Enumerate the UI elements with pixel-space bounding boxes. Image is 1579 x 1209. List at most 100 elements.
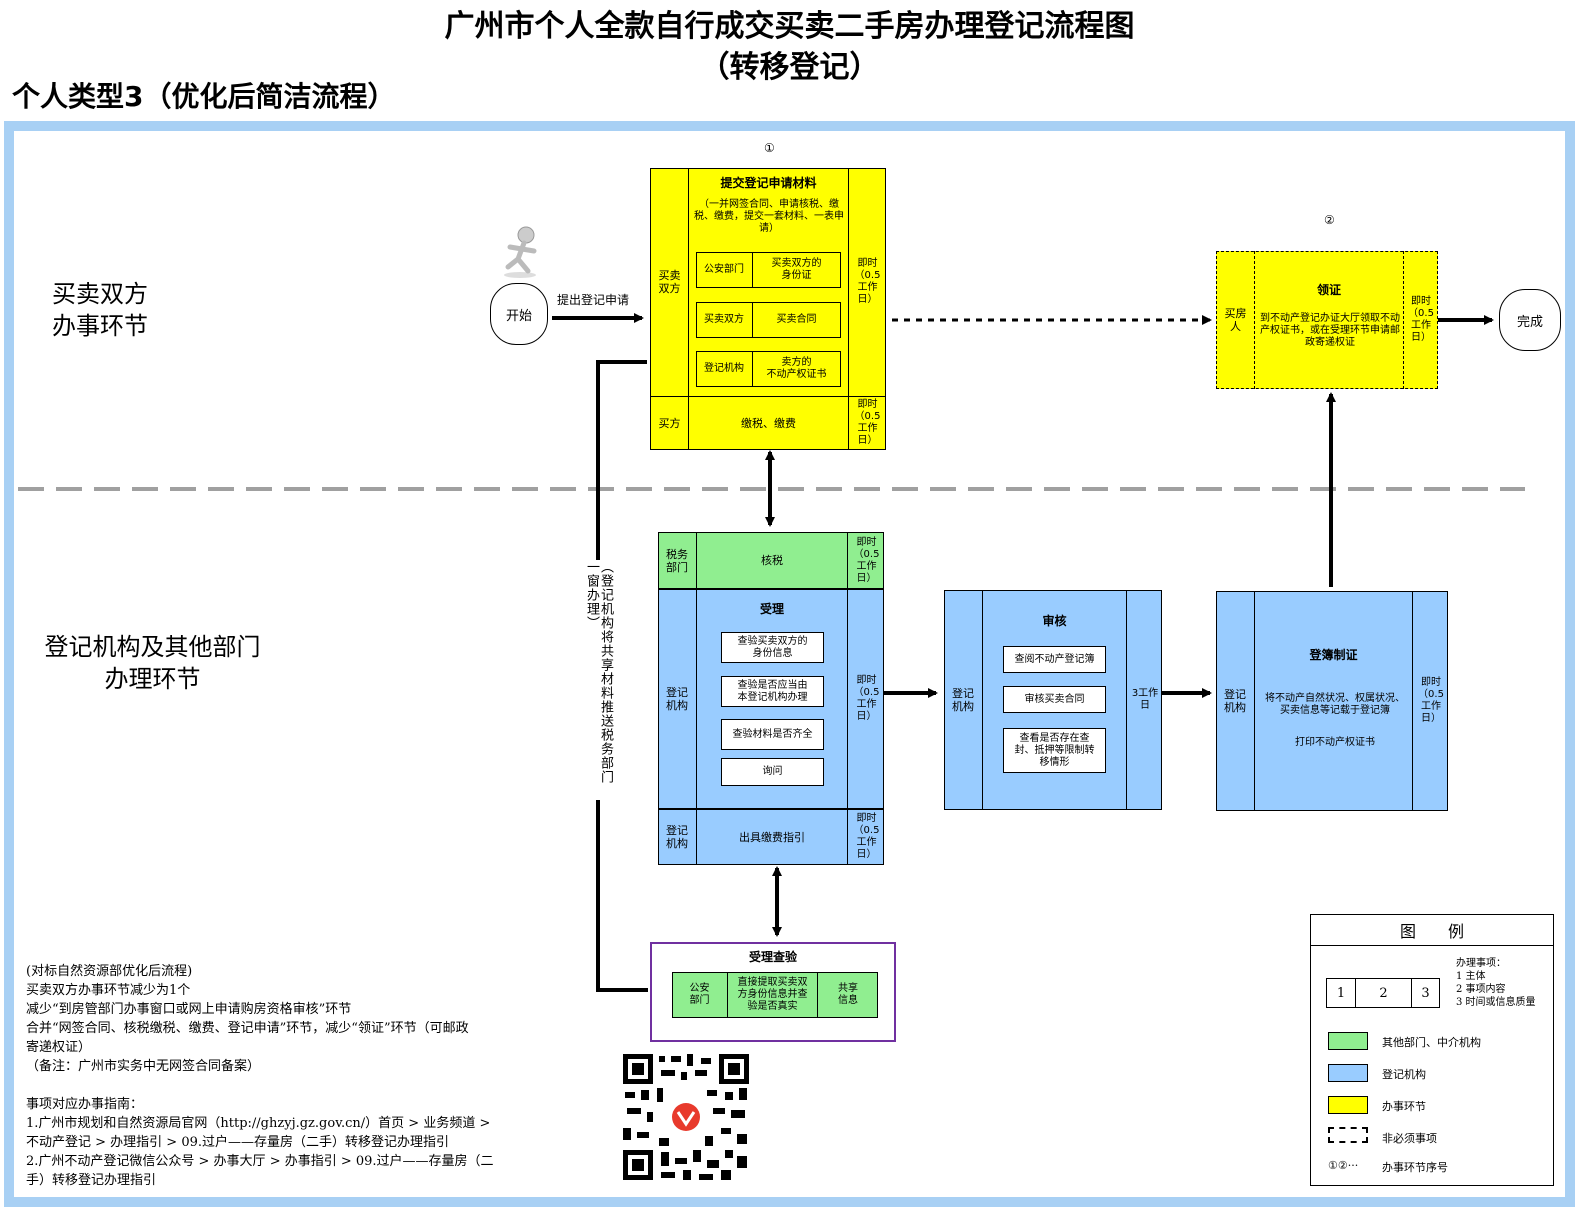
tax-actor: 税务 部门 (658, 532, 697, 589)
notes-block: (对标自然资源部优化后流程) 买卖双方办事环节减少为1个 减少“到房管部门办事窗… (26, 962, 616, 1190)
submit-time: 即时 （0.5 工作 日） (854, 258, 881, 305)
legend-items-header: 办理事项： (1456, 958, 1506, 969)
tax-block (658, 532, 884, 589)
legend-sample-cell-3: 3 (1421, 985, 1430, 1001)
legend-swatch-blue (1328, 1064, 1368, 1082)
guide-time: 即时 （0.5 工作 日） (847, 809, 885, 865)
verify-org: 公安 部门 (672, 972, 728, 1018)
collect-divider-right (1403, 251, 1404, 389)
accept-item-4: 询问 (721, 758, 824, 786)
pay-time: 即时 （0.5 工作 日） (854, 399, 881, 446)
review-item-1: 查阅不动产登记簿 (1003, 646, 1106, 673)
submit-row-3-item: 卖方的 不动产权证书 (766, 357, 827, 380)
legend-swatch-dashed (1328, 1127, 1368, 1143)
apply-label: 提出登记申请 (557, 293, 630, 307)
start-node: 开始 (490, 283, 548, 345)
submit-row-2 (696, 302, 841, 338)
guide-actor: 登记 机构 (658, 809, 697, 865)
accept-item-1: 查验买卖双方的 身份信息 (721, 632, 824, 663)
collect-block (1216, 251, 1438, 389)
page-title-sub: （转移登记） (699, 50, 880, 85)
submit-row-3 (696, 351, 841, 387)
legend-symbol-seq: ①②··· (1328, 1159, 1359, 1172)
legend-sample-cell-2: 2 (1356, 979, 1412, 1007)
submit-row-1-item: 买卖双方的 身份证 (771, 258, 822, 281)
pay-actor: 买方 (658, 416, 681, 430)
pay-item: 缴税、缴费 (741, 416, 796, 430)
page-title: 广州市个人全款自行成交买卖二手房办理登记流程图 (444, 9, 1135, 44)
register-actor: 登记 机构 (1216, 591, 1255, 811)
submit-divider-right (848, 168, 849, 450)
submit-desc: （一并网签合同、申请核税、缴税、缴费，提交一套材料、一表申请） (694, 199, 844, 234)
collect-actor: 买房 人 (1224, 307, 1247, 333)
qr-code (621, 1052, 751, 1182)
submit-title: 提交登记申请材料 (720, 176, 817, 190)
runner-icon (504, 226, 537, 278)
seq-marker-1: ① (764, 141, 775, 155)
collect-title: 领证 (1316, 283, 1341, 297)
tax-item: 核税 (761, 554, 783, 567)
verify-row (672, 972, 878, 1018)
legend-title-rule (1310, 945, 1554, 946)
submit-row-2-item: 买卖合同 (776, 314, 817, 325)
legend-item-line: 2 事项内容 (1456, 984, 1506, 995)
register-title: 登簿制证 (1309, 648, 1358, 662)
note-line: 手）转移登记办理指引 (26, 1173, 157, 1188)
legend-sample: 1 2 3 (1326, 978, 1440, 1008)
note-line (26, 1076, 616, 1095)
note-line: (对标自然资源部优化后流程) (26, 964, 193, 979)
note-line: （备注：广州市实务中无网签合同备案） (26, 1059, 261, 1074)
submit-row-3-org: 登记机构 (696, 351, 753, 387)
verify-title: 受理查验 (748, 950, 797, 964)
legend-item-line: 1 主体 (1456, 971, 1486, 982)
legend-label-dashed: 非必须事项 (1382, 1132, 1437, 1145)
register-desc-2: 打印不动产权证书 (1295, 737, 1375, 748)
note-line: 买卖双方办事环节减少为1个 (26, 983, 191, 998)
submit-block (650, 168, 886, 450)
note-line: 不动产登记 > 办理指引 > 09.过户——存量房（二手）转移登记办理指引 (26, 1135, 449, 1150)
submit-row-1-org: 公安部门 (696, 252, 753, 288)
guide-block (658, 809, 884, 865)
submit-row-2-org: 买卖双方 (696, 302, 753, 338)
note-line: 2.广州不动产登记微信公众号 > 办事大厅 > 办事指引 > 09.过户——存量… (26, 1154, 494, 1169)
legend-box (1310, 914, 1554, 1186)
review-title: 审核 (1042, 614, 1067, 628)
legend-label-green: 其他部门、中介机构 (1382, 1036, 1481, 1049)
legend-item-line: 3 时间或信息质量 (1456, 997, 1536, 1008)
accept-time: 即时 （0.5 工作 日） (847, 589, 885, 809)
submit-actor: 买卖 双方 (658, 269, 681, 295)
pay-divider-left (688, 396, 689, 450)
flow-subtitle: 个人类型3（优化后简洁流程） (12, 80, 396, 113)
register-time: 即时 （0.5 工作 日） (1412, 591, 1449, 811)
tax-time: 即时 （0.5 工作 日） (847, 532, 885, 589)
note-line: 寄递权证） (26, 1040, 92, 1055)
guide-item: 出具缴费指引 (739, 830, 805, 844)
legend-items-note: 办理事项： 1 主体 2 事项内容 3 时间或信息质量 (1456, 957, 1536, 1009)
finish-node: 完成 (1499, 289, 1561, 351)
collect-divider-left (1254, 251, 1255, 389)
verify-share: 共享 信息 (838, 983, 858, 1006)
legend-title: 图 例 (1399, 922, 1464, 941)
review-actor: 登记 机构 (944, 590, 983, 810)
lane-label-parties: 买卖双方 办事环节 (52, 280, 148, 340)
register-desc-1: 将不动产自然状况、权属状况、买卖信息等记载于登记簿 (1265, 693, 1405, 716)
legend-label-blue: 登记机构 (1382, 1068, 1426, 1081)
seq-marker-2: ② (1324, 213, 1335, 227)
review-time: 3工作 日 (1126, 590, 1163, 810)
lane-label-agencies: 登记机构及其他部门 办理环节 (44, 633, 261, 693)
note-line: 减少“到房管部门办事窗口或网上申请购房资格审核”环节 (26, 1002, 352, 1017)
accept-item-2: 查验是否应当由 本登记机构办理 (721, 676, 824, 707)
submit-divider-left (688, 168, 689, 396)
side-note: （登记机构将共享材料推送税务部门 一窗办理） (582, 560, 613, 800)
collect-desc: 到不动产登记办证大厅领取不动产权证书，或在受理环节申请邮政寄递权证 (1260, 313, 1400, 348)
review-item-3: 查看是否存在查 封、抵押等限制转 移情形 (1003, 728, 1106, 773)
accept-title: 受理 (759, 602, 784, 616)
legend-label-yellow: 办事环节 (1382, 1100, 1426, 1113)
review-item-2: 审核买卖合同 (1003, 686, 1106, 713)
legend-sample-cell-1: 1 (1327, 979, 1356, 1007)
legend-swatch-green (1328, 1032, 1368, 1050)
note-line: 合并“网签合同、核税缴税、缴费、登记申请”环节，减少“领证”环节（可邮政 (26, 1021, 469, 1036)
note-line: 事项对应办事指南： (26, 1097, 144, 1112)
submit-divider-h (650, 396, 886, 397)
legend-label-seq: 办事环节序号 (1382, 1161, 1448, 1174)
